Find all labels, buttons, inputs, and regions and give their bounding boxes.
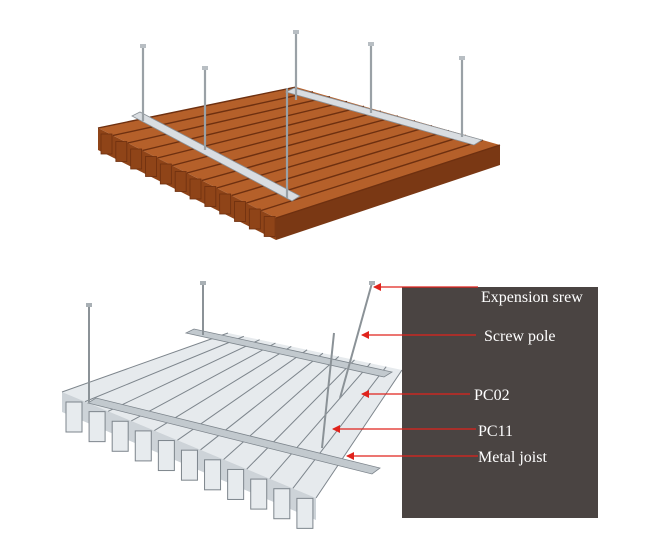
metal-slat-end (65, 401, 83, 433)
metal-slat-end (157, 440, 175, 472)
hanger-rods-top (141, 32, 464, 198)
metal-joist-left (131, 111, 301, 202)
callout-labels: Expension srew Screw pole PC02 PC11 Meta… (474, 289, 583, 466)
wood-slat-end (263, 216, 276, 237)
metal-slat-end (134, 430, 152, 462)
wood-slat-gap (142, 100, 348, 152)
wood-baffle-ceiling-illustration (97, 30, 501, 240)
wood-deck-front-right (276, 145, 500, 240)
wood-slat-end (130, 148, 143, 170)
metal-slat-end (227, 468, 245, 500)
wood-slat-gap (127, 95, 331, 144)
hanger-rod-caps-top (140, 30, 465, 70)
wood-slat-gap (260, 139, 484, 212)
wood-slat-gap (97, 86, 297, 129)
metal-slat-group (61, 332, 403, 499)
metal-slat-edge (269, 362, 371, 480)
metal-slat-end (296, 497, 314, 529)
wood-slat-end (100, 133, 113, 155)
wood-slat-end (248, 208, 261, 230)
metal-slat-edge (107, 339, 260, 412)
label-screw-pole: Screw pole (484, 328, 556, 345)
metal-slat-end (88, 411, 106, 443)
hanger-rod-caps-bottom (86, 281, 375, 307)
wood-slat-gap (157, 105, 365, 159)
wood-slat-gap (112, 91, 314, 137)
metal-slat-edge (84, 335, 245, 403)
metal-slat-edge (246, 359, 355, 470)
metal-slat-end (204, 459, 222, 491)
wood-slat-end (115, 141, 128, 162)
wood-slat-end (234, 201, 246, 222)
label-expansion-screw: Expension srew (481, 289, 583, 306)
wood-slat-end (219, 193, 232, 215)
wood-slat-end (189, 178, 202, 200)
metal-slat-edge (154, 346, 292, 431)
wood-slat-end (159, 163, 172, 185)
metal-baffle-ceiling-illustration (61, 281, 403, 529)
wood-slat-gap (275, 144, 501, 219)
metal-joist-upper (184, 328, 394, 378)
wood-slat-end (204, 186, 217, 207)
metal-slat-end (250, 478, 268, 510)
metal-slat-ends (65, 401, 314, 529)
metal-joist-lower (86, 397, 381, 475)
metal-slat-end (180, 449, 198, 481)
hanger-rods-bottom (88, 282, 373, 449)
wood-slat-gap (171, 110, 382, 167)
label-pc02: PC02 (474, 387, 510, 404)
metal-slat-edge (223, 356, 340, 460)
wood-slat-end (174, 171, 187, 192)
label-pc11: PC11 (478, 423, 513, 440)
metal-slat-edge (315, 369, 403, 499)
metal-slat-end (111, 420, 129, 452)
wood-slat-ends (100, 133, 276, 237)
wood-slat-end (145, 156, 157, 177)
metal-slat-edge (131, 342, 276, 422)
label-metal-joist: Metal joist (478, 449, 547, 466)
metal-joist-right (284, 87, 483, 146)
label-panel (402, 287, 598, 518)
metal-slat-end (273, 488, 291, 520)
callout-arrows (332, 283, 478, 460)
wood-deck-front-left (98, 128, 276, 240)
